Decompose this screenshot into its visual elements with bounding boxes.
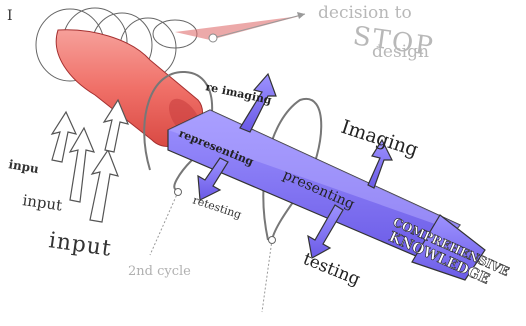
- design-label: design: [372, 42, 429, 62]
- input-label-small: inpu: [7, 157, 40, 176]
- testing-label: testing: [300, 249, 363, 290]
- input-arrows: [52, 100, 128, 222]
- loop-node-1: [175, 189, 182, 196]
- loop-node-2: [269, 237, 276, 244]
- top-left-mark: I: [7, 8, 13, 24]
- retesting-label: retesting: [191, 193, 243, 221]
- second-cycle-label: 2nd cycle: [128, 264, 191, 279]
- decision-label: decision to: [318, 3, 412, 23]
- input-label-medium: input: [21, 191, 63, 214]
- input-label-large: input: [47, 228, 113, 262]
